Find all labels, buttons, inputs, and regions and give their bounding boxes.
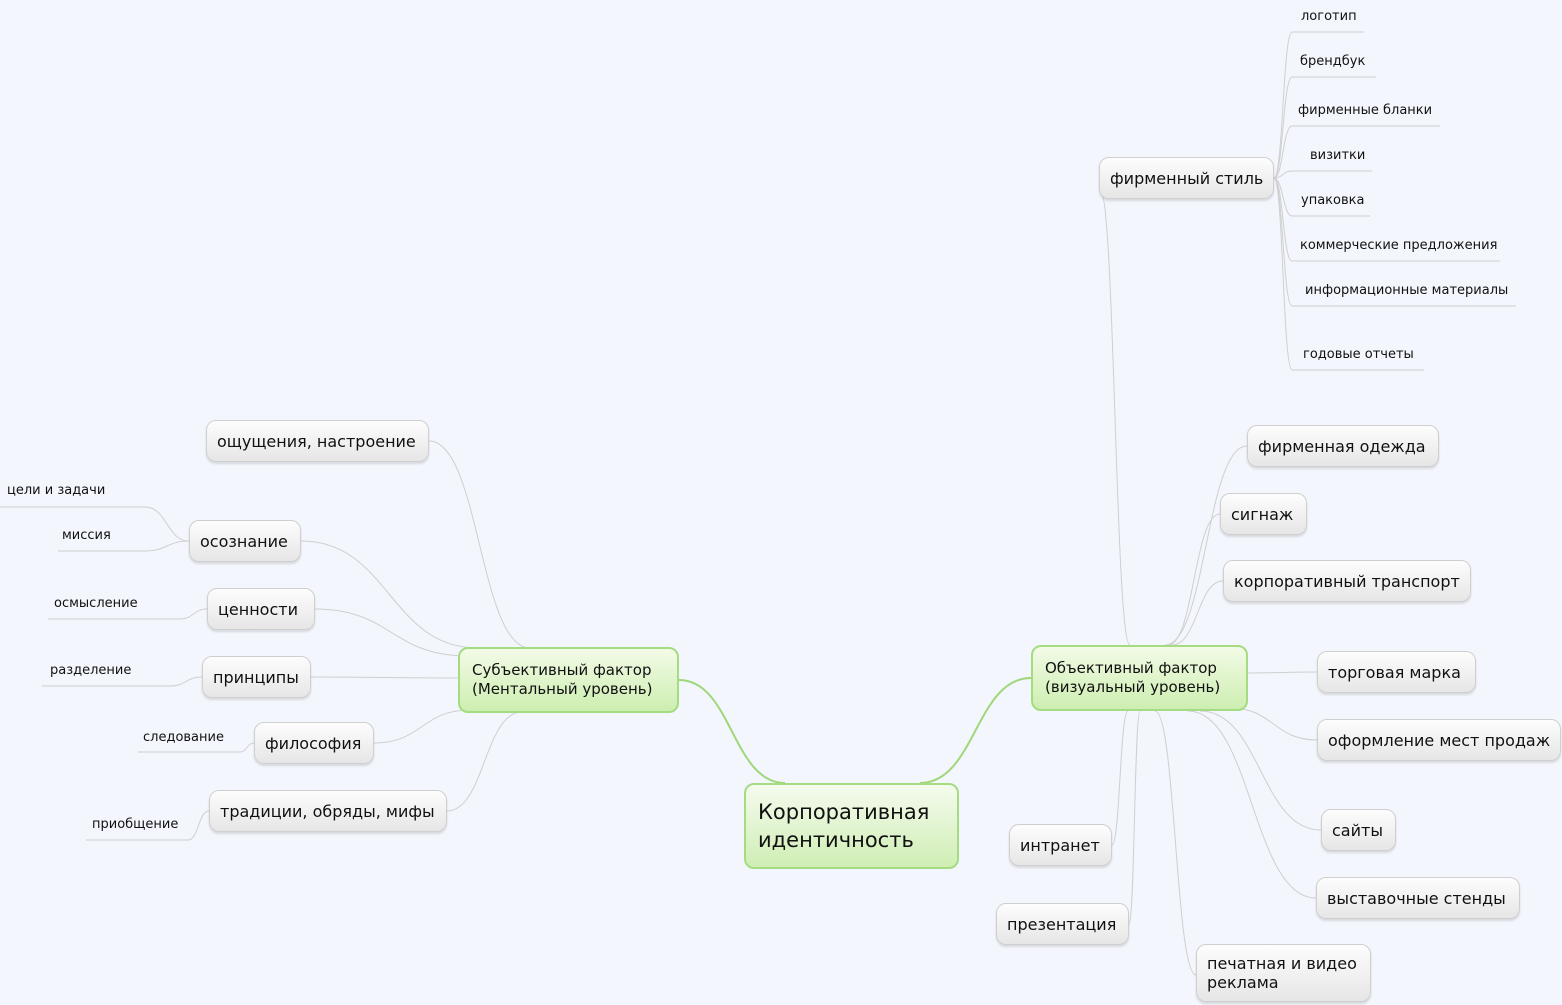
link-subjective-leaf-1: [144, 540, 190, 552]
link-subjective-leaf-0: [144, 506, 190, 542]
style-item-brandbook-label: брендбук: [1300, 53, 1366, 69]
leaf-mission[interactable]: миссия: [58, 525, 115, 545]
leaf-mission-label: миссия: [62, 527, 111, 543]
central-topic-label: Корпоративная идентичность: [758, 800, 930, 852]
style-item-info[interactable]: информационные материалы: [1301, 280, 1512, 300]
topic-sites[interactable]: сайты: [1321, 809, 1396, 851]
topic-values[interactable]: ценности: [207, 588, 315, 630]
leaf-following[interactable]: следование: [139, 727, 228, 747]
style-item-logo-label: логотип: [1301, 8, 1357, 24]
objective-factor-node[interactable]: Объективный фактор (визуальный уровень): [1031, 645, 1248, 711]
leaf-involvement[interactable]: приобщение: [88, 814, 182, 834]
link-objective-topic-6: [1199, 710, 1322, 831]
link-central-subjective: [678, 679, 786, 784]
link-central-objective: [919, 677, 1032, 784]
topic-ads[interactable]: печатная и видео реклама: [1196, 944, 1371, 1002]
topic-traditions[interactable]: традиции, обряды, мифы: [209, 790, 447, 832]
topic-transport-label: корпоративный транспорт: [1234, 571, 1460, 591]
link-subjective-topic-0: [428, 440, 531, 649]
style-item-info-label: информационные материалы: [1305, 282, 1509, 298]
topic-sensations-label: ощущения, настроение: [217, 431, 416, 451]
leaf-sharing-label: разделение: [50, 662, 132, 678]
topic-intranet[interactable]: интранет: [1009, 824, 1112, 866]
style-item-cards-label: визитки: [1310, 147, 1366, 163]
topic-philosophy-label: философия: [265, 733, 362, 753]
leaf-following-label: следование: [143, 729, 224, 745]
link-objective-topic-0: [1099, 189, 1131, 646]
subjective-factor-label: Субъективный фактор (Ментальный уровень): [472, 661, 653, 698]
topic-stands[interactable]: выставочные стенды: [1316, 877, 1520, 919]
topic-awareness[interactable]: осознание: [189, 520, 301, 562]
topic-sensations[interactable]: ощущения, настроение: [206, 420, 429, 462]
style-item-letterheads-label: фирменные бланки: [1298, 102, 1433, 118]
leaf-comprehension-label: осмысление: [54, 595, 138, 611]
style-item-logo[interactable]: логотип: [1297, 6, 1361, 26]
style-item-offers-label: коммерческие предложения: [1300, 237, 1498, 253]
central-topic[interactable]: Корпоративная идентичность: [744, 783, 959, 869]
link-objective-topic-8: [1154, 710, 1197, 976]
topic-corporate-style-label: фирменный стиль: [1110, 168, 1264, 188]
link-objective-topic-3: [1171, 580, 1224, 646]
topic-presentation-label: презентация: [1007, 914, 1117, 934]
topic-principles-label: принципы: [213, 667, 299, 687]
topic-uniform-label: фирменная одежда: [1258, 436, 1426, 456]
topic-principles[interactable]: принципы: [202, 656, 311, 698]
topic-signage-label: сигнаж: [1231, 504, 1294, 524]
link-objective-topic-10: [1111, 710, 1129, 846]
leaf-goals-label: цели и задачи: [7, 482, 106, 498]
link-subjective-leaf-4: [239, 742, 255, 753]
style-item-cards[interactable]: визитки: [1306, 145, 1369, 165]
leaf-sharing[interactable]: разделение: [46, 660, 135, 680]
topic-philosophy[interactable]: философия: [254, 722, 374, 764]
topic-stands-label: выставочные стенды: [1327, 888, 1506, 908]
link-objective-topic-5: [1229, 707, 1318, 741]
link-objective-topic-4: [1247, 671, 1318, 674]
leaf-involvement-label: приобщение: [92, 816, 179, 832]
topic-corporate-style[interactable]: фирменный стиль: [1099, 157, 1274, 199]
topic-intranet-label: интранет: [1020, 835, 1100, 855]
topic-trademark-label: торговая марка: [1328, 662, 1461, 682]
link-style-item-3: [1273, 170, 1293, 179]
style-item-reports[interactable]: годовые отчеты: [1299, 344, 1418, 364]
topic-awareness-label: осознание: [200, 531, 288, 551]
topic-transport[interactable]: корпоративный транспорт: [1223, 560, 1471, 602]
style-item-reports-label: годовые отчеты: [1303, 346, 1414, 362]
topic-signage[interactable]: сигнаж: [1220, 493, 1307, 535]
topic-uniform[interactable]: фирменная одежда: [1247, 425, 1439, 467]
link-subjective-leaf-3: [169, 676, 203, 687]
leaf-goals[interactable]: цели и задачи: [3, 480, 109, 500]
topic-trademark[interactable]: торговая марка: [1317, 651, 1476, 693]
link-objective-topic-2: [1167, 513, 1221, 646]
topic-values-label: ценности: [218, 599, 298, 619]
link-style-item-1: [1273, 76, 1293, 179]
link-style-item-7: [1273, 177, 1293, 371]
objective-factor-label: Объективный фактор (визуальный уровень): [1045, 659, 1221, 696]
leaf-comprehension[interactable]: осмысление: [50, 593, 142, 613]
link-subjective-topic-4: [373, 709, 471, 744]
link-subjective-topic-2: [314, 608, 469, 657]
link-subjective-topic-1: [300, 540, 479, 649]
style-item-brandbook[interactable]: брендбук: [1296, 51, 1369, 71]
topic-traditions-label: традиции, обряды, мифы: [220, 801, 435, 821]
style-item-letterheads[interactable]: фирменные бланки: [1294, 100, 1436, 120]
topic-store-design[interactable]: оформление мест продаж: [1317, 719, 1561, 761]
link-subjective-leaf-2: [179, 608, 208, 620]
link-objective-topic-7: [1187, 710, 1317, 899]
link-objective-topic-9: [1128, 710, 1141, 925]
link-subjective-topic-3: [310, 676, 459, 679]
style-item-packaging[interactable]: упаковка: [1297, 190, 1368, 210]
link-style-item-0: [1273, 31, 1293, 179]
topic-store-design-label: оформление мест продаж: [1328, 730, 1551, 750]
topic-presentation[interactable]: презентация: [996, 903, 1129, 945]
topic-ads-label: печатная и видео реклама: [1207, 954, 1357, 992]
subjective-factor-node[interactable]: Субъективный фактор (Ментальный уровень): [458, 647, 679, 713]
style-item-offers[interactable]: коммерческие предложения: [1296, 235, 1501, 255]
link-subjective-leaf-5: [187, 810, 210, 841]
style-item-packaging-label: упаковка: [1301, 192, 1365, 208]
link-objective-topic-1: [1164, 445, 1248, 646]
link-subjective-topic-5: [446, 711, 523, 812]
topic-sites-label: сайты: [1332, 820, 1383, 840]
link-style-item-2: [1273, 125, 1293, 179]
